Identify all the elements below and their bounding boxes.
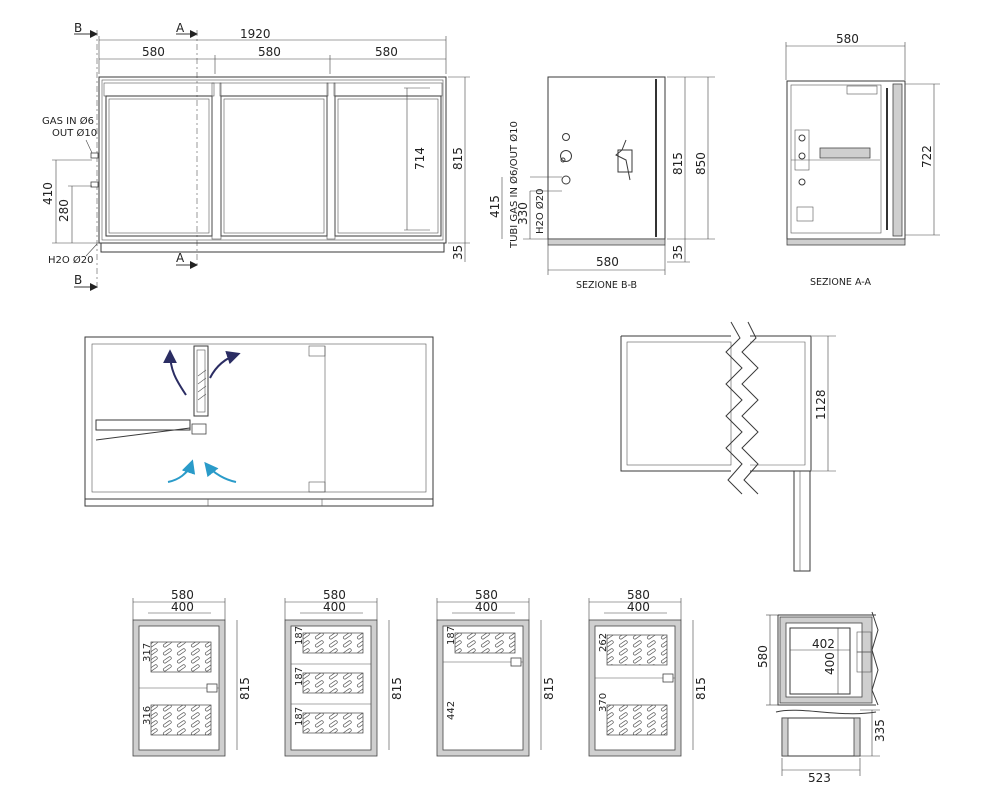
section-aa-view: 580 722 SEZIONE A-A bbox=[785, 32, 940, 288]
gas-connector bbox=[90, 152, 99, 159]
section-a-bottom-label: A bbox=[176, 251, 185, 265]
drawer4-height: 815 bbox=[694, 677, 708, 700]
dim-722: 722 bbox=[920, 145, 934, 168]
detail-width-402: 402 bbox=[812, 637, 835, 651]
section-bb-caption: SEZIONE B-B bbox=[576, 280, 637, 291]
front-base bbox=[100, 242, 445, 253]
dim-module-2: 580 bbox=[258, 45, 281, 59]
drawer2-label-3: 187 bbox=[294, 707, 305, 726]
dim-850: 850 bbox=[694, 152, 708, 175]
gas-label-1: GAS IN Ø6 bbox=[42, 115, 94, 127]
dim-height: 815 bbox=[451, 147, 465, 170]
drawer1-height: 815 bbox=[238, 677, 252, 700]
detail-break-line-icon bbox=[871, 611, 879, 706]
section-bb-view: TUBI GAS IN Ø6/OUT Ø10 H2O Ø20 415 330 8… bbox=[488, 76, 715, 291]
h2o-bb-label: H2O Ø20 bbox=[534, 188, 546, 234]
drawer4-label-2: 370 bbox=[598, 693, 609, 712]
drawer2-label-1: 187 bbox=[294, 626, 305, 645]
front-view: B A A B 1920 580 580 580 bbox=[41, 21, 470, 291]
hot-air-arrow-left-icon bbox=[163, 349, 187, 396]
port-2 bbox=[560, 150, 572, 162]
dim-410: 410 bbox=[41, 182, 55, 205]
dim-base: 35 bbox=[451, 245, 465, 260]
drawer2-inner: 400 bbox=[323, 600, 346, 614]
dim-module-3: 580 bbox=[375, 45, 398, 59]
plan-view bbox=[84, 336, 434, 507]
dim-815-bb: 815 bbox=[671, 152, 685, 175]
side-leg bbox=[793, 470, 811, 572]
dim-330: 330 bbox=[516, 202, 530, 225]
drawer2-height: 815 bbox=[390, 677, 404, 700]
drawer3-height: 815 bbox=[542, 677, 556, 700]
cold-air-arrow-right-icon bbox=[204, 461, 237, 483]
port-1 bbox=[562, 133, 570, 141]
drawer-config-3: 580 400 187 442 815 bbox=[436, 588, 556, 757]
dim-base-bb: 35 bbox=[671, 245, 685, 260]
section-aa-caption: SEZIONE A-A bbox=[810, 277, 871, 288]
dim-width-aa: 580 bbox=[836, 32, 859, 46]
cold-air-arrow-left-icon bbox=[167, 459, 196, 483]
drawer2-outer: 580 bbox=[323, 588, 346, 602]
section-b-top-arrow-icon bbox=[90, 30, 98, 38]
detail-height-580: 580 bbox=[756, 645, 770, 668]
h2o-label: H2O Ø20 bbox=[48, 254, 94, 266]
drawer1-inner: 400 bbox=[171, 600, 194, 614]
drawer3-label-2: 442 bbox=[446, 701, 457, 720]
door-1 bbox=[105, 95, 213, 237]
drawer-config-2: 580 400 187 187 187 815 bbox=[284, 588, 404, 757]
section-a-top-arrow-icon bbox=[190, 30, 198, 38]
drawer-config-4: 580 400 262 370 815 bbox=[588, 588, 708, 757]
dim-280: 280 bbox=[57, 199, 71, 222]
drawer1-label-2: 316 bbox=[142, 706, 153, 725]
section-a-bottom-arrow-icon bbox=[190, 261, 198, 269]
door-2 bbox=[220, 95, 328, 237]
section-b-bottom-label: B bbox=[74, 273, 82, 287]
dim-width-bb: 580 bbox=[596, 255, 619, 269]
port-3 bbox=[561, 175, 571, 185]
drawer4-label-1: 262 bbox=[598, 633, 609, 652]
drawer-detail-view: 402 400 580 335 523 bbox=[756, 611, 887, 785]
break-line-icon bbox=[725, 321, 743, 495]
drawer4-outer: 580 bbox=[627, 588, 650, 602]
gas-connector-2 bbox=[90, 181, 99, 188]
plan-condenser bbox=[193, 345, 209, 417]
dim-module-1: 580 bbox=[142, 45, 165, 59]
front-body bbox=[98, 76, 447, 244]
drawer2-label-2: 187 bbox=[294, 667, 305, 686]
drawer1-outer: 580 bbox=[171, 588, 194, 602]
detail-height-335: 335 bbox=[873, 719, 887, 742]
drawer-config-1: 580 400 317 316 815 bbox=[132, 588, 252, 757]
hot-air-arrow-right-icon bbox=[209, 350, 241, 379]
dim-total-width: 1920 bbox=[240, 27, 271, 41]
drawer4-inner: 400 bbox=[627, 600, 650, 614]
side-view: 1128 bbox=[620, 321, 836, 572]
detail-width-523: 523 bbox=[808, 771, 831, 785]
section-b-bottom-arrow-icon bbox=[90, 283, 98, 291]
section-a-top-label: A bbox=[176, 21, 185, 35]
drawer3-outer: 580 bbox=[475, 588, 498, 602]
detail-height-400: 400 bbox=[823, 652, 837, 675]
dim-415: 415 bbox=[488, 195, 502, 218]
plan-body bbox=[84, 336, 434, 500]
dim-inner-height: 714 bbox=[413, 147, 427, 170]
tubi-label: TUBI GAS IN Ø6/OUT Ø10 bbox=[508, 121, 520, 249]
section-b-top-label: B bbox=[74, 21, 82, 35]
drawer3-label-1: 187 bbox=[446, 626, 457, 645]
drawer1-label-1: 317 bbox=[142, 643, 153, 662]
drawer3-inner: 400 bbox=[475, 600, 498, 614]
gas-label-2: OUT Ø10 bbox=[52, 127, 97, 139]
plan-pipe bbox=[95, 419, 191, 431]
section-bb-body bbox=[547, 76, 666, 240]
dim-1128: 1128 bbox=[814, 389, 828, 420]
